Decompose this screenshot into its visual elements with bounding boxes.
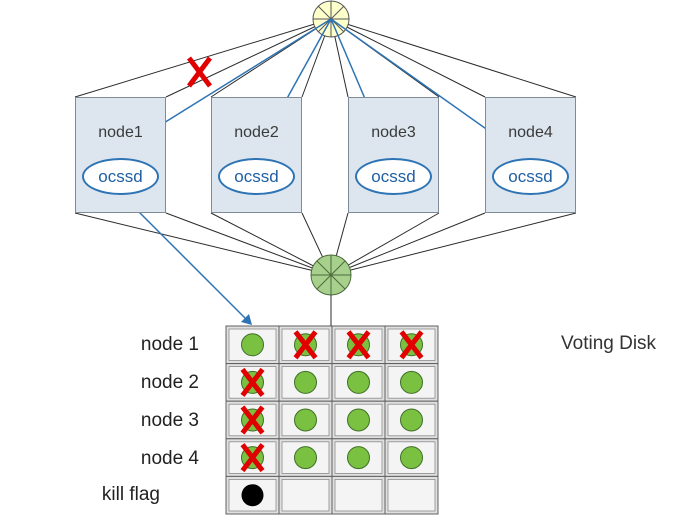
cross-x-icon [240,443,265,473]
ocssd-process: ocssd [218,158,295,195]
net-line-right-4 [330,18,577,98]
storage-line-right-3 [330,212,440,276]
vote-dot [347,408,370,432]
vote-dot [400,446,423,470]
kill-flag-dot [241,484,264,507]
storage-line-left-1 [74,212,332,276]
ocssd-process: ocssd [492,158,569,195]
cross-x-icon [346,330,371,360]
grid-cell-inner [281,478,330,512]
ocssd-process: ocssd [82,158,159,195]
cross-x-icon [240,405,265,435]
vote-dot [347,370,370,394]
voting-disk-grid [225,325,439,515]
row-label-kill-flag: kill flag [101,484,160,505]
storage-line-left-4 [330,212,486,276]
vote-dot [294,408,317,432]
node-box-4: node4 ocssd [485,97,576,213]
node-box-1: node1 ocssd [75,97,166,213]
row-label-node-2: node 2 [140,372,199,393]
broken-link-x-icon [187,56,212,88]
vote-dot [400,408,423,432]
node-box-3: node3 ocssd [348,97,439,213]
node-box-2: node2 ocssd [211,97,302,213]
vote-dot [400,370,423,394]
kill-flag-arrow [123,196,252,325]
storage-hub [310,254,352,296]
grid-cell-inner [387,478,436,512]
vote-dot [294,446,317,470]
storage-line-left-2 [210,212,332,276]
vote-dot [241,333,264,357]
node-label: node3 [371,124,416,141]
interconnect-lines [74,18,577,276]
net-line-left-4 [330,18,486,98]
grid-cell-inner [334,478,383,512]
voting-disk-title: Voting Disk [561,333,657,354]
net-line-left-1 [74,18,332,98]
row-label-node-3: node 3 [140,410,199,431]
cross-x-icon [240,367,265,397]
row-label-node-1: node 1 [140,334,199,355]
ocssd-process: ocssd [355,158,432,195]
vote-dot [294,370,317,394]
node-label: node4 [508,124,553,141]
cross-x-icon [293,330,318,360]
node-label: node1 [98,124,143,141]
cross-x-icon [399,330,424,360]
node-label: node2 [234,124,279,141]
storage-line-right-4 [330,212,577,276]
storage-line-right-1 [165,212,332,276]
vote-dot [347,446,370,470]
row-label-node-4: node 4 [140,448,199,469]
